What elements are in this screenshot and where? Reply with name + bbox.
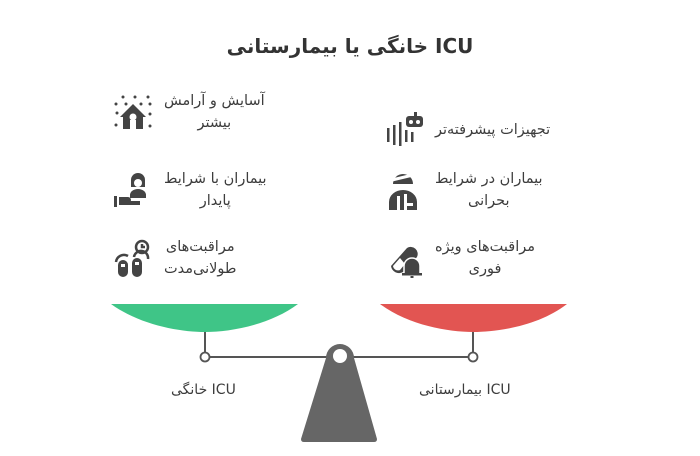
label-line: بیماران با شرایط: [164, 171, 267, 187]
hospital-item-equipment: تجهیزات پیشرفته‌تر: [383, 110, 550, 150]
home-item-stable-patients: بیماران با شرایط پایدار: [112, 168, 267, 212]
home-item-comfort: آسایش و آرامش بیشتر: [112, 90, 265, 134]
label-line: فوری: [468, 261, 502, 277]
hospital-pivot-ring: [467, 351, 479, 363]
hospital-pan: [380, 304, 567, 332]
label-line: طولانی‌مدت: [164, 261, 237, 277]
home-item-long-term-care-label: مراقبت‌های طولانی‌مدت: [164, 236, 236, 280]
home-item-stable-patients-label: بیماران با شرایط پایدار: [164, 168, 267, 212]
label-line: بیماران در شرایط: [435, 171, 543, 187]
label-line: پایدار: [199, 193, 231, 209]
label-line: آسایش و آرامش: [164, 93, 265, 109]
hospital-item-urgent-care-label: مراقبت‌های ویژه فوری: [435, 236, 535, 280]
home-pan: [111, 304, 298, 332]
injured-patient-icon: [389, 173, 417, 210]
hospital-item-critical-patients: بیماران در شرایط بحرانی: [383, 168, 543, 212]
page-title: ICU خانگی یا بیمارستانی: [226, 34, 474, 58]
hospital-icu-label: ICU بیمارستانی: [419, 382, 511, 398]
home-item-comfort-label: آسایش و آرامش بیشتر: [164, 90, 265, 134]
label-line: بحرانی: [468, 193, 510, 209]
home-item-long-term-care: مراقبت‌های طولانی‌مدت: [112, 236, 236, 280]
label-line: مراقبت‌های ویژه: [435, 239, 535, 255]
fulcrum-hole: [333, 349, 347, 363]
hospital-item-urgent-care: مراقبت‌های ویژه فوری: [383, 236, 535, 280]
patient-on-hand-icon: [114, 173, 146, 207]
home-icu-label: ICU خانگی: [171, 382, 236, 398]
scale-fulcrum: [301, 344, 377, 442]
label-line: بیشتر: [197, 115, 232, 131]
hospital-item-critical-patients-label: بیماران در شرایط بحرانی: [435, 168, 543, 212]
label-line: تجهیزات پیشرفته‌تر: [435, 122, 551, 138]
robot-equipment-icon: [387, 112, 423, 146]
long-term-care-clock-icon: [114, 239, 150, 277]
house-sparkle-icon: [114, 95, 152, 129]
pill-alarm-icon: [391, 246, 422, 278]
hospital-item-equipment-label: تجهیزات پیشرفته‌تر: [435, 119, 550, 141]
label-line: مراقبت‌های: [165, 239, 235, 255]
home-pivot-ring: [199, 351, 211, 363]
